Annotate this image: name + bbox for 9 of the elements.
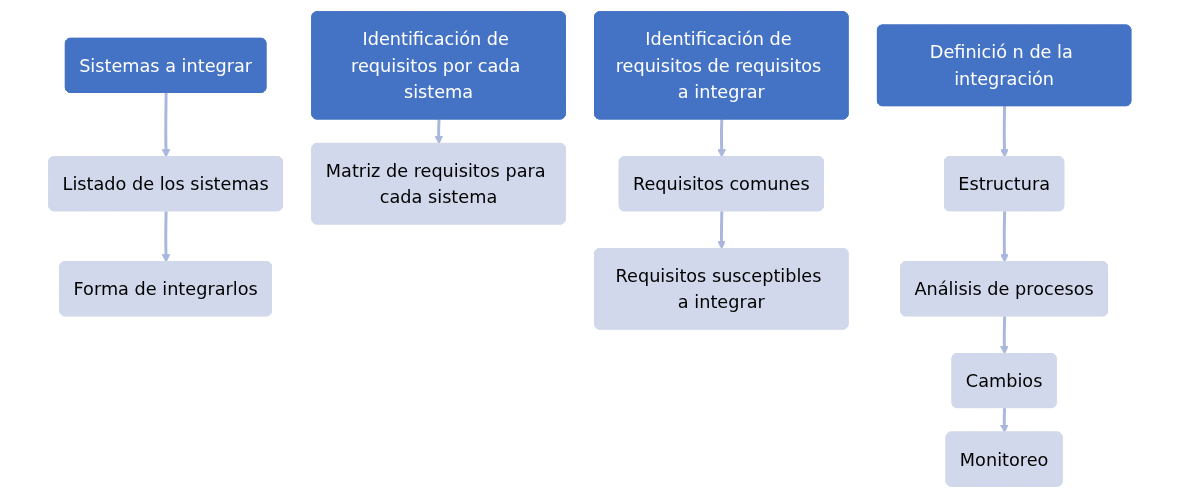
arrow [1000, 211, 1009, 263]
arrow [1000, 316, 1009, 355]
arrow [161, 211, 171, 263]
arrow [1000, 408, 1009, 433]
arrow [1000, 106, 1009, 158]
arrow [717, 119, 727, 158]
arrow [161, 92, 171, 158]
arrow [717, 211, 726, 250]
arrow [434, 119, 444, 145]
